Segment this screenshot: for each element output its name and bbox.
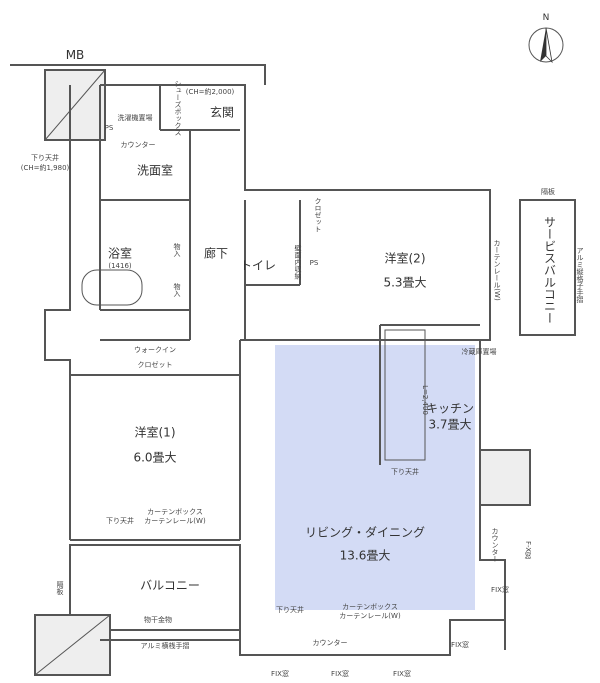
storage2-label: 物入 (173, 283, 181, 297)
counter-bottom-label: カウンター (312, 639, 348, 647)
alu-railing-bottom-label: アルミ横桟手摺 (140, 642, 190, 650)
washer-label: 洗濯機置場 (117, 114, 153, 122)
toilet-storage-label: 壁面内収納 (294, 244, 302, 280)
storage1-label: 物入 (173, 243, 181, 257)
fix2-label: FIX窓 (331, 670, 349, 678)
ps2-label: PS (309, 259, 319, 267)
closet2-label: クロゼット (314, 197, 322, 233)
service-balcony-label: サービスバルコニー (542, 216, 557, 324)
entrance-label: 玄関 (209, 105, 235, 120)
shoebox-label: シューズボックス (174, 80, 182, 136)
lowered-ceiling-kitchen: 下り天井 (391, 468, 419, 476)
mb-label: MB (65, 48, 85, 62)
drying-label: 物干金物 (144, 616, 172, 624)
counter-right-label: カウンター (491, 527, 499, 563)
balcony-label: バルコニー (140, 578, 200, 593)
partition-label: 隔板 (541, 188, 555, 196)
curtain1a-label: カーテンボックス (147, 508, 203, 516)
western2-label: 洋室(2) (384, 251, 426, 266)
western1-area: 6.0畳大 (133, 450, 177, 465)
western1-label: 洋室(1) (134, 425, 176, 440)
curtain2-label: カーテンレール(W) (493, 239, 501, 301)
toilet-label: トイレ (239, 258, 277, 273)
counter-wash-label: カウンター (120, 141, 156, 149)
lowered-ceiling-wash: 下り天井 (31, 154, 59, 162)
north-arrow-icon (528, 27, 564, 64)
lowered-ceiling-wash-ch: (CH=約1,980) (20, 164, 70, 172)
curtain-lb-label: カーテンレール(W) (339, 612, 401, 620)
bath-size-label: (1416) (108, 262, 132, 270)
entrance-ch-label: (CH=約2,000) (185, 88, 235, 96)
fix6-label: F-X窓 (524, 541, 532, 559)
curtain-la-label: カーテンボックス (342, 603, 398, 611)
fix3-label: FIX窓 (393, 670, 411, 678)
walkin-label: ウォークイン (134, 346, 176, 354)
living-label: リビング・ダイニング (304, 525, 426, 540)
fix1-label: FIX窓 (271, 670, 289, 678)
fix5-label: FIX窓 (491, 586, 509, 594)
kitchen-label: キッチン (425, 401, 475, 416)
living-area: 13.6畳大 (339, 548, 391, 563)
alu-railing-right-label: アルミ縦格子手摺 (576, 247, 584, 303)
western2-area: 5.3畳大 (383, 275, 427, 290)
north-label: N (542, 13, 550, 23)
lowered-ceiling-living: 下り天井 (276, 606, 304, 614)
partition-left-label: 隔板 (56, 581, 64, 595)
fridge-label: 冷蔵庫置場 (461, 348, 497, 356)
lowered-ceiling-w1: 下り天井 (106, 517, 134, 525)
curtain1b-label: カーテンレール(W) (144, 517, 206, 525)
kitchen-area: 3.7畳大 (428, 417, 472, 432)
walkin2-label: クロゼット (137, 361, 173, 369)
bath-label: 浴室 (107, 246, 133, 261)
living-highlight (275, 345, 475, 610)
washroom-label: 洗面室 (136, 163, 174, 178)
ps1-label: PS (104, 124, 114, 132)
fix4-label: FIX窓 (451, 641, 469, 649)
corridor-label: 廊下 (203, 246, 229, 261)
kitchen-l-label: L=2,400 (421, 385, 429, 415)
